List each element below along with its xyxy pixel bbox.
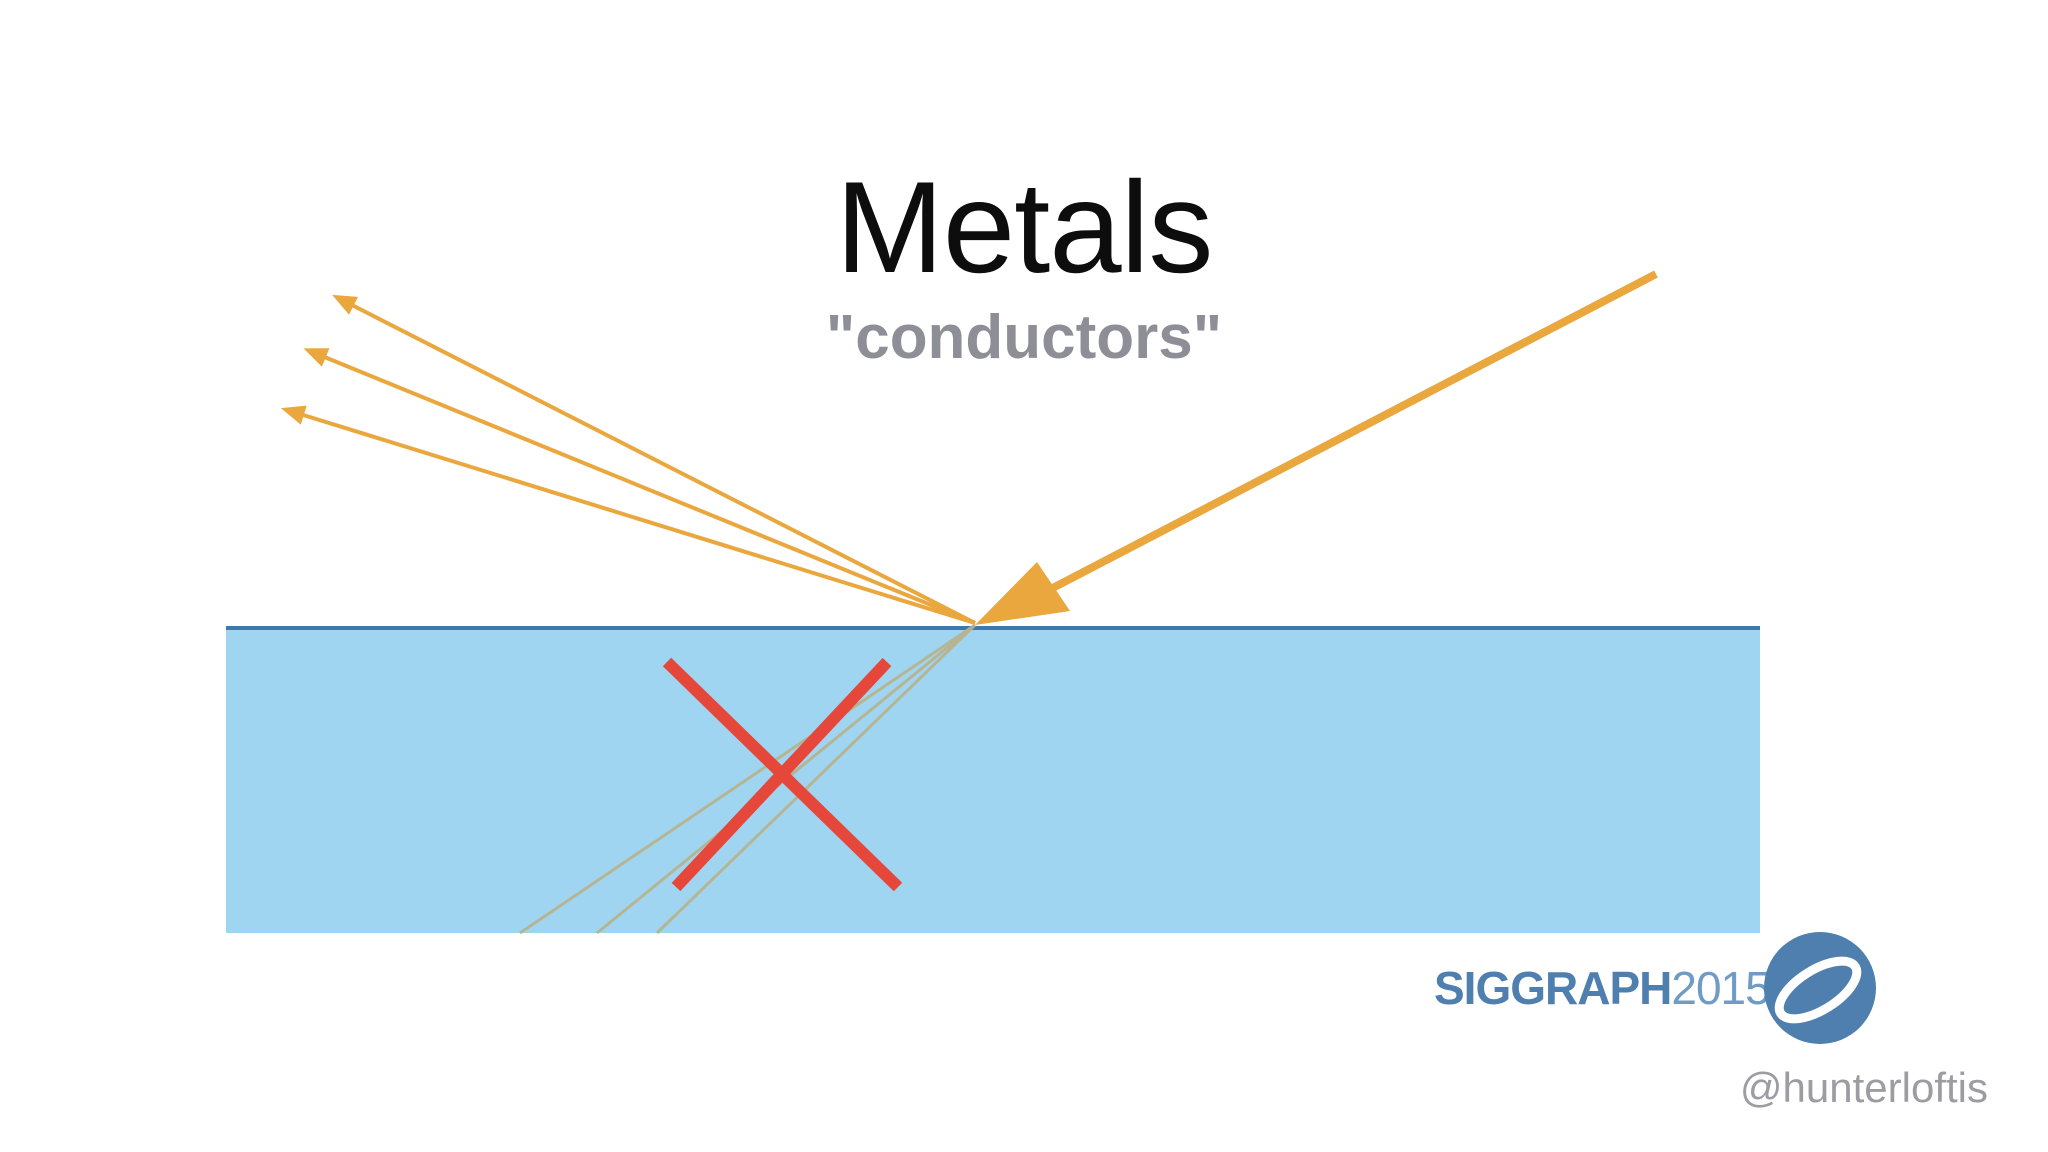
- refracted-ray: [655, 623, 977, 935]
- slide-title: Metals: [835, 154, 1214, 300]
- siggraph-wordmark: SIGGRAPH2015: [1434, 960, 1771, 1016]
- brand-name: SIGGRAPH: [1434, 962, 1672, 1014]
- reflected-ray-arrow-icon: [280, 294, 976, 625]
- red-x-icon: [662, 657, 903, 892]
- incoming-ray-arrow-icon: [975, 270, 1658, 625]
- siggraph-logo-icon: [1764, 932, 1876, 1044]
- material-block: [226, 627, 1760, 933]
- refracted-ray: [519, 623, 976, 935]
- slide-subtitle: "conductors": [825, 303, 1223, 372]
- twitter-handle: @hunterloftis: [1739, 1064, 1988, 1111]
- brand-year: 2015: [1671, 962, 1770, 1014]
